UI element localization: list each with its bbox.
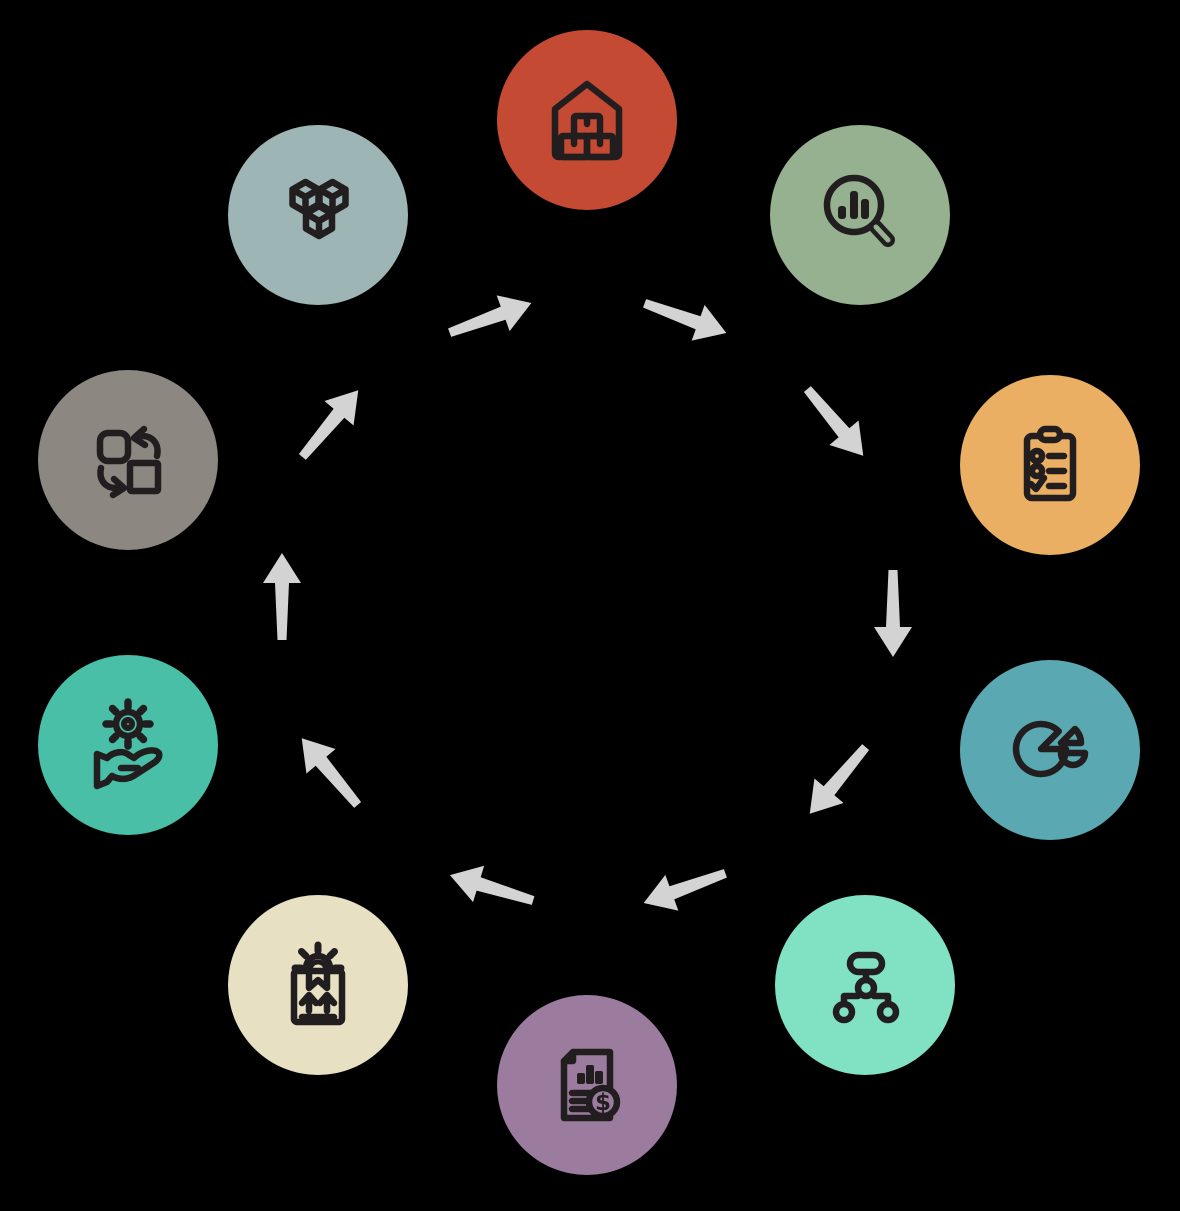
flow-arrow: [263, 553, 301, 640]
node-circle: [775, 895, 955, 1075]
node-service: [38, 655, 218, 835]
flow-arrow: [637, 855, 732, 921]
node-circle: [497, 995, 677, 1175]
flow-arrow: [874, 570, 912, 657]
node-analysis: [770, 125, 950, 305]
flow-arrow: [792, 376, 878, 468]
clipboard-checklist-icon: [1023, 425, 1077, 502]
node-financial-report: $: [497, 995, 677, 1175]
report-dollar-icon: $: [560, 1048, 621, 1122]
flow-arrow: [444, 856, 539, 919]
node-checklist: [960, 375, 1140, 555]
node-swap: [38, 370, 218, 550]
node-package-process: [228, 895, 408, 1075]
flow-arrow: [795, 734, 881, 826]
node-hierarchy: [775, 895, 955, 1075]
exploded-pie-chart-icon: [1012, 720, 1089, 778]
stacked-cubes-icon: [289, 178, 349, 240]
flow-arrow: [287, 378, 373, 470]
org-hierarchy-icon: [832, 951, 900, 1024]
node-cubes: [228, 125, 408, 305]
package-gear-arrows-icon: [290, 941, 346, 1026]
flow-arrow: [287, 726, 373, 818]
node-warehouse: [497, 30, 677, 210]
dollar-glyph: $: [595, 1090, 611, 1116]
swap-squares-icon: [96, 425, 162, 499]
node-circle: [960, 375, 1140, 555]
node-circle: [770, 125, 950, 305]
node-circle: [228, 125, 408, 305]
flow-arrow: [638, 285, 733, 351]
hand-gear-icon: [93, 698, 163, 790]
magnifier-bar-chart-icon: [823, 174, 895, 247]
warehouse-boxes-icon: [551, 80, 623, 161]
node-pie-chart: [960, 660, 1140, 840]
flow-arrow: [443, 285, 538, 351]
